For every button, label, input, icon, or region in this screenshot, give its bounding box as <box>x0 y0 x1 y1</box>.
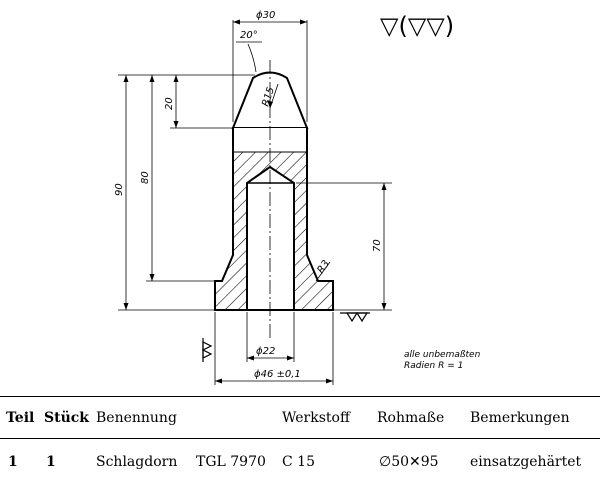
dim-radius-fillet: R3 <box>315 259 332 276</box>
dimension-lines <box>118 20 392 385</box>
surface-finish-symbol: ▽(▽▽) <box>380 12 454 40</box>
header-stueck: Stück <box>44 410 89 426</box>
dim-base-diameter: ϕ46 ±0,1 <box>254 369 301 380</box>
header-benennung: Benennung <box>96 410 177 426</box>
note-line-2: Radien R = 1 <box>404 361 463 371</box>
surface-marks <box>202 312 370 362</box>
cell-bemerkungen: einsatzgehärtet <box>470 454 582 470</box>
note-line-1: alle unbemaßten <box>404 350 481 360</box>
header-werkstoff: Werkstoff <box>282 410 350 426</box>
table-top-rule <box>0 396 600 397</box>
header-teil: Teil <box>6 410 35 426</box>
cell-teil: 1 <box>8 454 18 470</box>
technical-drawing: ▽(▽▽) <box>114 10 481 385</box>
table-header-rule <box>0 438 600 439</box>
cell-norm: TGL 7970 <box>196 454 266 470</box>
dim-bore-depth: 70 <box>372 239 383 252</box>
cell-stueck: 1 <box>46 454 56 470</box>
dim-angle: 20° <box>240 30 258 41</box>
parts-list-table: Teil Stück Benennung Werkstoff Rohmaße B… <box>0 396 600 477</box>
dim-height-cone: 20 <box>164 97 175 110</box>
dim-height-80: 80 <box>140 171 151 184</box>
arrowheads <box>123 19 387 384</box>
cell-benennung: Schlagdorn <box>96 454 178 470</box>
header-bemerkungen: Bemerkungen <box>470 410 570 426</box>
header-rohmasse: Rohmaße <box>377 410 445 426</box>
cell-werkstoff: C 15 <box>282 454 315 470</box>
bore <box>246 165 295 311</box>
part-outline <box>214 60 334 340</box>
dim-bore-diameter: ϕ22 <box>256 346 275 357</box>
cell-rohmasse: ∅50✕95 <box>379 454 439 470</box>
dim-top-diameter: ϕ30 <box>256 10 275 21</box>
dim-height-total: 90 <box>114 183 125 196</box>
